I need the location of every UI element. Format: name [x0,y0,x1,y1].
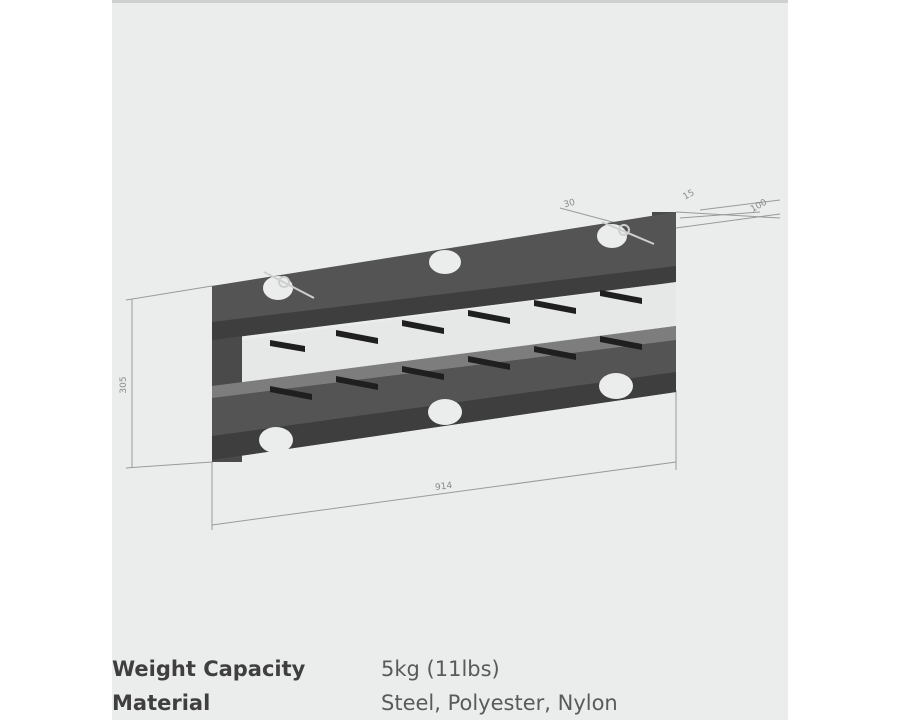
dimension-label-width: 914 [435,481,454,493]
dimension-label-top-left: 30 [563,198,577,211]
spec-label: Weight Capacity [112,657,306,681]
dimension-label-height: 305 [119,376,129,393]
spec-value: 5kg (11lbs) [381,657,500,681]
spec-row-weight-capacity: Weight Capacity 5kg (11lbs) [112,652,788,686]
spec-table: Weight Capacity 5kg (11lbs) Material Ste… [112,652,788,720]
rack-frame [212,212,676,462]
spec-value: Steel, Polyester, Nylon [381,691,618,715]
spec-label: Material [112,691,211,715]
spec-row-material: Material Steel, Polyester, Nylon [112,686,788,720]
dimension-label-top-middle: 15 [682,188,697,202]
rack-pegs [270,290,642,400]
top-divider [112,0,788,3]
